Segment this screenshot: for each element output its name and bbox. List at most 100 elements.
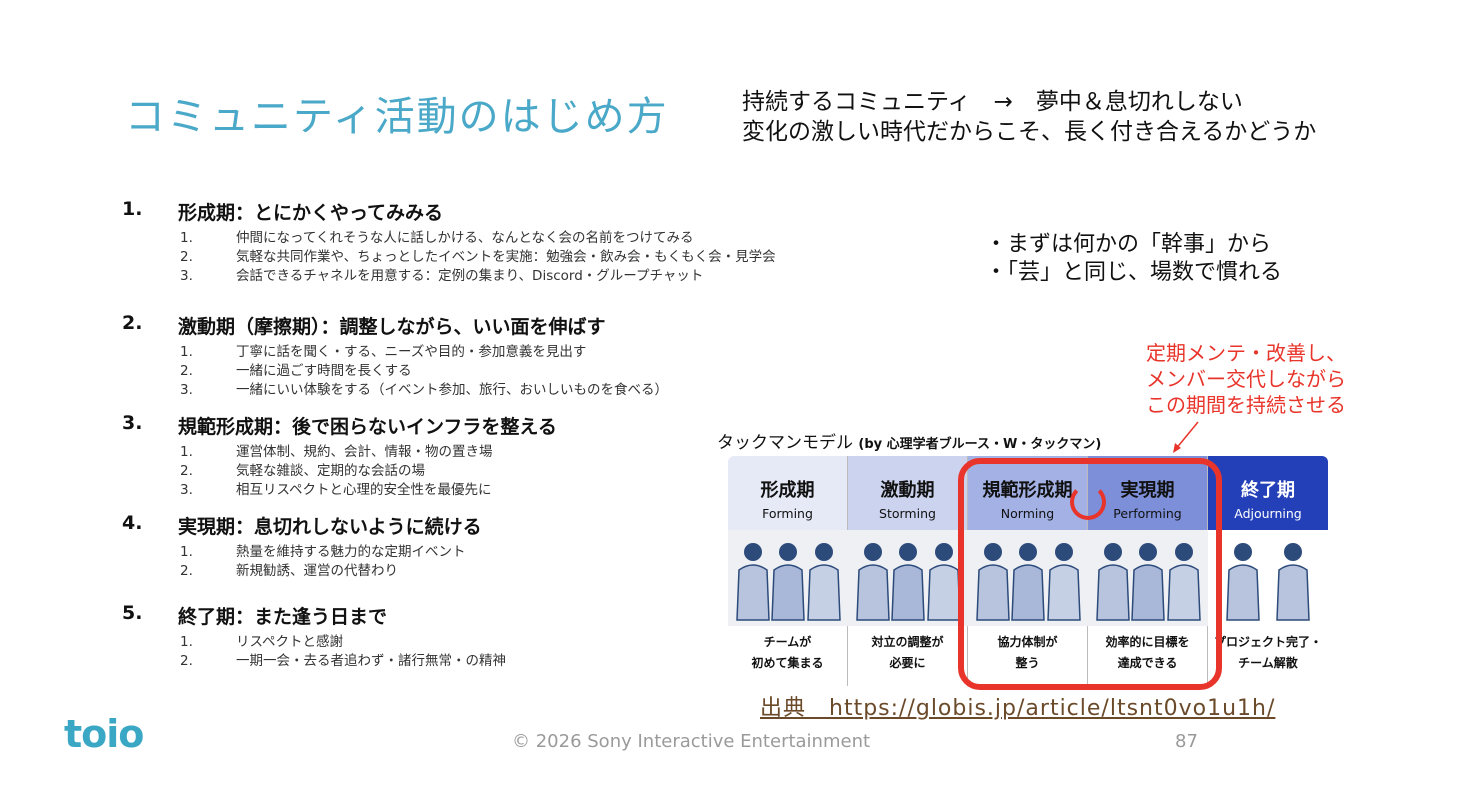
section-number: 3.: [122, 412, 143, 434]
stage-caption: チームが初めて集まる: [728, 632, 847, 674]
caption-line: 対立の調整が: [871, 635, 944, 649]
stage-name-jp: 実現期: [1120, 480, 1175, 501]
item-number: 2.: [180, 563, 193, 579]
header-line-1: 持続するコミュニティ → 夢中＆息切れしない: [742, 89, 1243, 115]
stage-header: 規範形成期 Norming: [968, 456, 1087, 530]
page-number: 87: [1175, 731, 1198, 752]
list-item: 1. 丁寧に話を聞く・する、ニーズや目的・参加意義を見出す: [180, 343, 668, 362]
people-illustration-icon: [848, 530, 968, 626]
list-item: 1. リスペクトと感謝: [180, 633, 506, 652]
section: 2. 激動期（摩擦期）：調整しながら、いい面を伸ばす 1. 丁寧に話を聞く・する、ニー…: [122, 312, 668, 400]
item-text: リスペクトと感謝: [236, 634, 344, 650]
caption-line: 必要に: [889, 656, 926, 670]
stage-storming: 激動期 Storming 対立の調整が必要に: [848, 456, 968, 686]
section-number: 1.: [122, 198, 143, 220]
list-item: 1.熱量を維持する魅力的な定期イベント: [180, 543, 482, 562]
caption-line: 効率的に目標を: [1105, 635, 1190, 649]
item-number: 2.: [180, 249, 193, 265]
item-text: 会話できるチャネルを用意する：定例の集まり、Discord・グループチャット: [236, 268, 704, 284]
item-number: 3.: [180, 482, 193, 498]
header-line-2: 変化の激しい時代だからこそ、長く付き合えるかどうか: [742, 119, 1317, 145]
caption-line: 協力体制が: [997, 635, 1058, 649]
stage-caption: 協力体制が整う: [968, 632, 1087, 674]
item-text: 相互リスペクトと心理的安全性を最優先に: [236, 482, 492, 498]
caption-line: プロジェクト完了・: [1213, 635, 1322, 649]
stage-name-jp: 形成期: [760, 480, 815, 501]
highlight-box: [958, 458, 1222, 690]
list-item: 3. 会話できるチャネルを用意する：定例の集まり、Discord・グループチャット: [180, 267, 776, 286]
item-text: 新規勧誘、運営の代替わり: [236, 563, 398, 579]
cycle-icon: [1070, 484, 1106, 520]
stage-name-jp: 激動期: [880, 480, 935, 501]
list-item: 2. 気軽な雑談、定期的な会話の場: [180, 462, 557, 481]
stage-name-jp: 終了期: [1241, 480, 1295, 501]
list-item: 2. 新規勧誘、運営の代替わり: [180, 562, 482, 581]
stage-caption: プロジェクト完了・チーム解散: [1208, 632, 1328, 674]
item-number: 1.: [180, 544, 193, 560]
arrow-icon: [1173, 421, 1199, 453]
stage-name-en: Storming: [879, 506, 936, 521]
item-number: 2.: [180, 653, 193, 669]
section-number: 5.: [122, 602, 143, 624]
list-item: 3.一緒にいい体験をする（イベント参加、旅行、おいしいものを食べる）: [180, 381, 668, 400]
copyright: © 2026 Sony Interactive Entertainment: [512, 731, 871, 752]
bullet-2: ・「芸」と同じ、場数で慣れる: [985, 260, 1283, 285]
section: 3. 規範形成期：後で困らないインフラを整える 1.運営体制、規約、会計、情報・物の…: [122, 412, 557, 500]
section-title: 規範形成期：後で困らないインフラを整える: [178, 416, 557, 438]
section-title: 激動期（摩擦期）：調整しながら、いい面を伸ばす: [178, 316, 606, 338]
section-heading: 3. 規範形成期：後で困らないインフラを整える: [122, 412, 557, 439]
callout-line: 定期メンテ・改善し、: [1146, 341, 1346, 365]
item-text: 仲間になってくれそうな人に話しかける、なんとなく会の名前をつけてみる: [236, 230, 694, 246]
stage-name-jp: 規範形成期: [982, 480, 1073, 501]
section-heading: 5. 終了期：また逢う日まで: [122, 602, 506, 629]
list-item: 2. 一期一会・去る者追わず・諸行無常・の精神: [180, 652, 506, 671]
item-number: 2.: [180, 363, 193, 379]
section-heading: 4. 実現期：息切れしないように続ける: [122, 512, 482, 539]
item-number: 3.: [180, 268, 193, 284]
caption-line: チームが: [763, 635, 812, 649]
callout-line: この期間を持続させる: [1146, 393, 1346, 417]
stage-name-en: Norming: [1000, 506, 1055, 521]
item-text: 一期一会・去る者追わず・諸行無常・の精神: [236, 653, 506, 669]
slide-title: コミュニティ活動のはじめ方: [125, 94, 669, 140]
people-illustration-icon: [1208, 530, 1328, 626]
item-text: 丁寧に話を聞く・する、ニーズや目的・参加意義を見出す: [236, 344, 587, 360]
section-number: 4.: [122, 512, 143, 534]
list-item: 3. 相互リスペクトと心理的安全性を最優先に: [180, 481, 557, 500]
section-heading: 1. 形成期：とにかくやってみみる: [122, 198, 776, 225]
stage-caption: 対立の調整が必要に: [848, 632, 967, 674]
item-text: 一緒に過ごす時間を長くする: [236, 363, 412, 379]
section-title: 実現期：息切れしないように続ける: [178, 516, 482, 538]
caption-line: 達成できる: [1117, 656, 1178, 670]
caption-line: チーム解散: [1238, 656, 1298, 670]
item-text: 一緒にいい体験をする（イベント参加、旅行、おいしいものを食べる）: [236, 382, 668, 398]
section-number: 2.: [122, 312, 143, 334]
diagram-title-text: タックマンモデル: [717, 433, 853, 453]
people-illustration-icon: [728, 530, 848, 626]
caption-line: 整う: [1015, 656, 1040, 670]
item-number: 2.: [180, 463, 193, 479]
list-item: 1.仲間になってくれそうな人に話しかける、なんとなく会の名前をつけてみる: [180, 229, 776, 248]
section-title: 終了期：また逢う日まで: [178, 606, 388, 628]
list-item: 2.気軽な共同作業や、ちょっとしたイベントを実施：勉強会・飲み会・もくもく会・見…: [180, 248, 776, 267]
item-number: 1.: [180, 344, 193, 360]
section-title: 形成期：とにかくやってみみる: [178, 202, 444, 224]
stage-norming: 規範形成期 Norming 協力体制が整う: [968, 456, 1088, 686]
stage-header: 激動期 Storming: [848, 456, 967, 530]
list-item: 1.運営体制、規約、会計、情報・物の置き場: [180, 443, 557, 462]
bullet-1: ・まずは何かの「幹事」から: [985, 232, 1272, 257]
toio-logo: toio: [64, 712, 144, 756]
citation-link[interactable]: 出典 https://globis.jp/article/ltsnt0vo1u1…: [760, 696, 1276, 721]
item-number: 1.: [180, 444, 193, 460]
callout-line: メンバー交代しながら: [1146, 367, 1346, 391]
section: 1. 形成期：とにかくやってみみる 1.仲間になってくれそうな人に話しかける、なんと…: [122, 198, 776, 286]
item-number: 1.: [180, 634, 193, 650]
caption-line: 初めて集まる: [751, 656, 824, 670]
item-text: 気軽な雑談、定期的な会話の場: [236, 463, 425, 479]
